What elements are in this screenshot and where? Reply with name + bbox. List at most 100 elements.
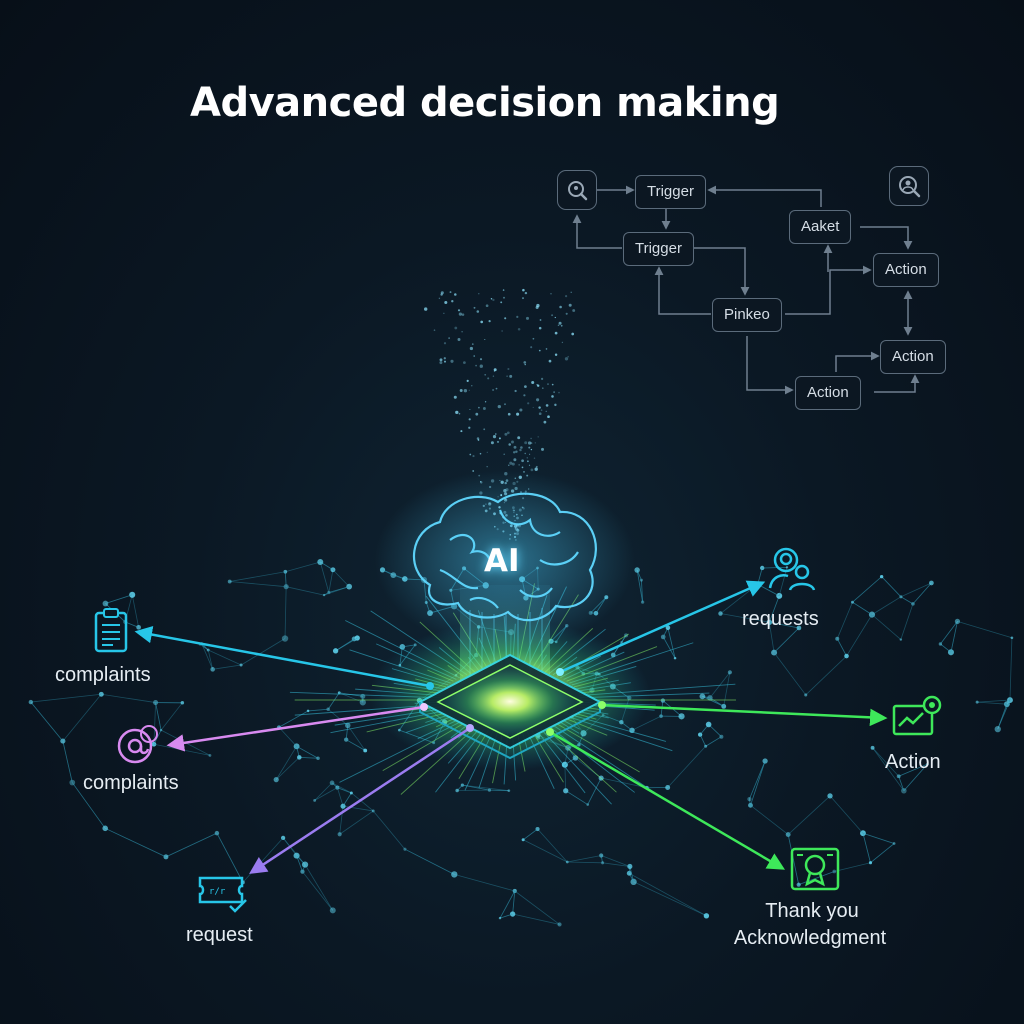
particle	[511, 440, 514, 444]
particle	[458, 312, 463, 316]
particle	[485, 304, 489, 308]
mesh-line	[667, 627, 676, 659]
mesh-node	[1007, 697, 1013, 704]
mesh-line	[335, 637, 358, 652]
particle	[521, 459, 524, 463]
particle	[543, 420, 547, 424]
mesh-line	[319, 561, 330, 593]
mesh-line	[296, 745, 319, 759]
mesh-line	[900, 596, 914, 605]
mesh-line	[285, 561, 321, 573]
particle	[533, 457, 536, 459]
mesh-line	[829, 795, 864, 834]
mesh-node	[707, 695, 713, 701]
particle	[509, 374, 513, 378]
mesh-line	[862, 833, 871, 863]
mesh-line	[870, 843, 895, 864]
particle	[572, 309, 576, 312]
mesh-node	[498, 916, 502, 920]
particle	[478, 406, 480, 409]
mesh-line	[30, 693, 102, 703]
particle	[506, 375, 508, 378]
particle	[451, 300, 454, 303]
mesh-node	[994, 725, 1001, 733]
mesh-line	[275, 746, 297, 780]
mesh-line	[216, 832, 244, 883]
mesh-line	[768, 595, 780, 623]
mesh-line	[900, 596, 914, 605]
mesh-line	[199, 643, 209, 651]
mesh-node	[771, 649, 778, 656]
mesh-line	[805, 655, 847, 696]
mesh-line	[898, 776, 905, 791]
mesh-line	[327, 708, 349, 726]
mesh-line	[299, 756, 319, 759]
mesh-line	[773, 652, 807, 696]
mesh-line	[299, 756, 319, 759]
mesh-node	[102, 825, 108, 832]
mesh-line	[284, 586, 287, 639]
mesh-line	[229, 571, 286, 582]
mesh-line	[750, 760, 766, 806]
particle	[519, 448, 522, 452]
mesh-node	[879, 574, 884, 579]
mesh-line	[201, 643, 214, 670]
particle	[527, 460, 529, 463]
mesh-node	[827, 793, 833, 799]
mesh-node	[487, 788, 492, 792]
mesh-node	[180, 701, 185, 705]
particle	[541, 447, 544, 451]
particle	[571, 332, 575, 336]
mesh-node	[766, 619, 773, 625]
mesh-node	[293, 852, 300, 859]
mesh-node	[892, 842, 896, 845]
mesh-line	[328, 586, 350, 593]
mesh-line	[404, 848, 455, 875]
mesh-line	[153, 702, 156, 745]
particle	[536, 384, 538, 386]
mesh-line	[565, 790, 588, 805]
mesh-line	[328, 586, 350, 593]
mesh-node	[371, 809, 375, 813]
particle	[554, 353, 558, 357]
particle	[534, 467, 538, 471]
mesh-line	[537, 828, 568, 863]
mesh-line	[512, 890, 516, 915]
particle	[487, 377, 490, 380]
mesh-line	[207, 649, 214, 670]
mesh-node	[835, 636, 840, 641]
mesh-node	[627, 863, 633, 870]
particle	[503, 453, 505, 456]
mesh-line	[337, 787, 352, 794]
mesh-line	[601, 777, 647, 789]
mesh-line	[332, 569, 350, 587]
mesh-line	[345, 739, 366, 751]
mesh-node	[335, 785, 340, 790]
mesh-node	[346, 583, 353, 590]
mesh-node	[699, 693, 706, 700]
particle	[537, 436, 539, 438]
mesh-node	[102, 600, 109, 607]
mesh-line	[30, 701, 64, 742]
mesh-line	[160, 702, 183, 731]
particle	[561, 341, 564, 344]
particle	[538, 349, 541, 352]
clipboard-icon	[94, 608, 128, 653]
mesh-node	[860, 830, 866, 837]
mesh-node	[159, 728, 163, 732]
mesh-line	[522, 828, 538, 841]
mesh-line	[705, 736, 722, 747]
mesh-line	[787, 834, 800, 885]
search-icon	[557, 170, 597, 210]
particle	[554, 316, 556, 319]
particle	[547, 415, 550, 419]
mesh-line	[631, 715, 662, 731]
particle	[560, 324, 563, 327]
mesh-line	[900, 603, 914, 640]
particle	[498, 437, 501, 440]
particle	[478, 293, 480, 295]
mesh-line	[940, 643, 952, 653]
arrow-complaints-2	[166, 705, 425, 752]
particle	[493, 368, 497, 372]
